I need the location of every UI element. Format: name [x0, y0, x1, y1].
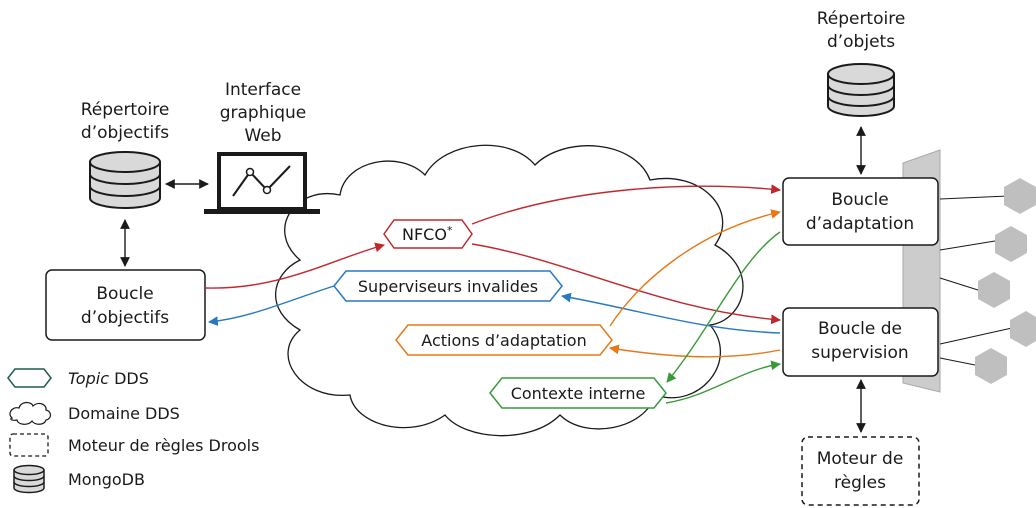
- flow-contexte-to-supervision: [665, 360, 781, 404]
- boucle-supervision-label-2: supervision: [811, 343, 908, 363]
- boucle-adaptation-label-2: d’adaptation: [806, 214, 914, 234]
- flow-actions-to-adaptation: [609, 209, 781, 327]
- flow-nfco-to-supervision: [471, 243, 781, 325]
- flow-objectifs-to-nfco: [205, 242, 385, 289]
- legend-topic-icon: [7, 368, 52, 388]
- topic-actions-label: Actions d’adaptation: [421, 331, 586, 350]
- interface-web-label-1: Interface: [225, 80, 301, 100]
- object-hexagon: [1004, 178, 1036, 214]
- repo-objectifs-db-icon: [89, 151, 161, 209]
- topic-nfco-asterisk: *: [447, 224, 453, 237]
- topic-nfco-label: NFCO: [402, 225, 447, 244]
- topic-superviseurs-invalides: Superviseurs invalides: [333, 270, 563, 302]
- legend-topic-rest: DDS: [109, 369, 149, 388]
- object-links: [939, 195, 1013, 366]
- flow-nfco-to-adaptation: [471, 184, 781, 225]
- topic-superviseurs-label: Superviseurs invalides: [358, 277, 538, 296]
- svg-text:Topic DDS: Topic DDS: [68, 369, 149, 388]
- topic-contexte-interne: Contexte interne: [489, 377, 667, 409]
- flow-supervision-to-actions: [609, 344, 781, 358]
- legend-moteur-icon: [9, 433, 49, 457]
- legend-mongodb-label: MongoDB: [68, 470, 145, 489]
- managed-objects: [975, 178, 1036, 384]
- moteur-regles-label-1: Moteur de: [817, 449, 904, 469]
- boucle-supervision-box: [782, 307, 939, 377]
- object-hexagon: [1010, 311, 1036, 347]
- boucle-objectifs-label-1: Boucle: [96, 284, 153, 304]
- boucle-objectifs-label-2: d’objectifs: [81, 308, 169, 328]
- repo-objets-label-1: Répertoire: [817, 9, 906, 29]
- moteur-regles-label-2: règles: [834, 473, 886, 493]
- black-links: [120, 126, 866, 433]
- legend-domaine-label: Domaine DDS: [68, 404, 180, 423]
- legend-moteur-label: Moteur de règles Drools: [68, 436, 259, 455]
- flow-adaptation-to-contexte: [666, 231, 781, 383]
- object-hexagon: [978, 272, 1010, 308]
- boucle-adaptation-label-1: Boucle: [831, 190, 888, 210]
- repo-objectifs-label-2: d’objectifs: [81, 123, 169, 143]
- topic-actions-adaptation: Actions d’adaptation: [395, 324, 613, 356]
- repo-objets-db-icon: [827, 63, 895, 117]
- legend: Topic DDS Domaine DDS Moteur de règles D…: [7, 368, 259, 494]
- object-hexagon: [975, 348, 1007, 384]
- object-hexagon: [995, 226, 1027, 262]
- legend-cloud-icon: [9, 401, 52, 425]
- moteur-regles-box: [801, 436, 920, 506]
- svg-text:NFCO*: NFCO*: [402, 224, 453, 244]
- interface-web-label-2: graphique: [220, 103, 307, 123]
- boucle-objectifs-box: [45, 269, 206, 341]
- legend-mongodb-icon: [13, 464, 45, 494]
- repo-objectifs-label-1: Répertoire: [81, 100, 170, 120]
- repo-objets-label-2: d’objets: [827, 32, 895, 52]
- topic-nfco: NFCO*: [383, 219, 473, 249]
- boucle-adaptation-box: [782, 177, 939, 246]
- flow-superviseurs-to-objectifs: [208, 285, 335, 327]
- legend-topic-italic: Topic: [68, 369, 109, 388]
- flows: [205, 184, 781, 404]
- flow-supervision-to-superviseurs: [561, 292, 781, 334]
- topic-contexte-label: Contexte interne: [511, 384, 646, 403]
- laptop-icon: [204, 152, 320, 214]
- interface-web-label-3: Web: [244, 126, 281, 146]
- boucle-supervision-label-1: Boucle de: [818, 319, 902, 339]
